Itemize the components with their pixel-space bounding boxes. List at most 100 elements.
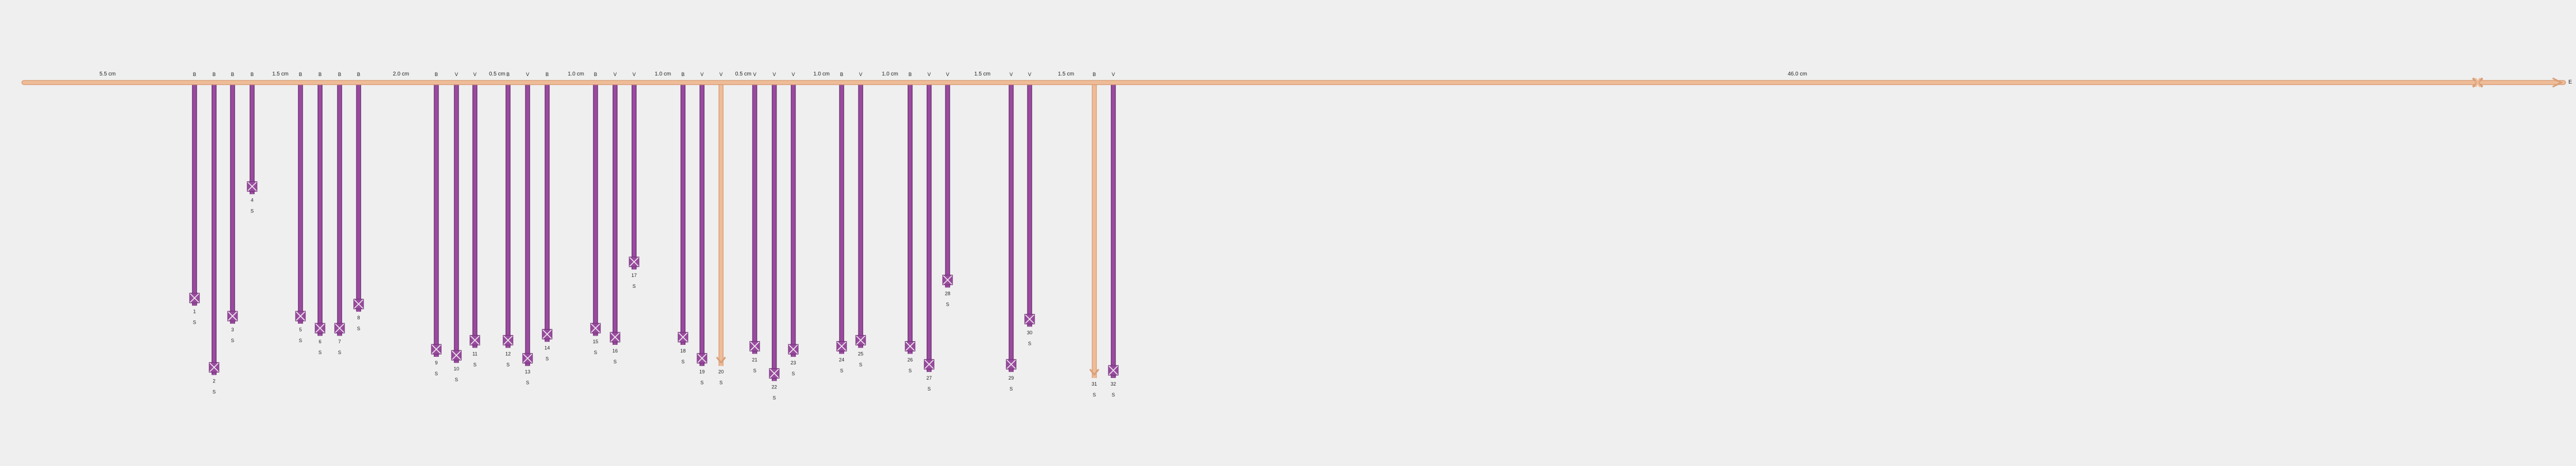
pendant-top-label: B (250, 72, 254, 77)
pendant-sub-label: S (357, 326, 360, 331)
pendant-sub-label: S (473, 362, 477, 367)
spacing-label: 0.5 cm (489, 71, 505, 77)
pendant-sub-label: S (908, 368, 912, 374)
pendant-number: 12 (505, 351, 511, 356)
pendant-sub-label: S (1093, 392, 1096, 398)
pendant-number: 21 (752, 357, 757, 363)
spacing-label: 1.0 cm (655, 71, 671, 77)
pendant-sub-label: S (613, 359, 617, 364)
spacing-label: 1.5 cm (1058, 71, 1074, 77)
pendant-number: 16 (612, 348, 618, 354)
pendant-sub-label: S (231, 338, 234, 343)
long-knot-icon (749, 341, 760, 351)
pendant-number: 2 (212, 378, 215, 383)
spacing-label: 1.0 cm (813, 71, 830, 77)
pendant-sub-label: S (681, 359, 685, 364)
pendant-top-label: V (859, 72, 862, 77)
pendant-cord: B9S (431, 72, 442, 376)
pendant-top-label: B (435, 72, 438, 77)
pendant-number: 11 (472, 351, 477, 356)
pendant-top-label: V (753, 72, 756, 77)
pendant-number: 27 (926, 375, 932, 381)
long-knot-icon (629, 256, 640, 267)
pendant-sub-label: S (753, 368, 756, 374)
pendant-cord: B8S (353, 72, 364, 331)
pendant-sub-label: S (506, 362, 510, 367)
pendant-number: 6 (318, 339, 321, 344)
pendant-top-label: B (908, 72, 912, 77)
long-knot-icon (905, 341, 916, 351)
long-knot-icon (469, 335, 480, 345)
pendant-top-label: V (473, 72, 477, 77)
pendant-top-label: B (506, 72, 510, 77)
pendant-top-label: V (700, 72, 704, 77)
pendant-number: 25 (858, 351, 863, 356)
pendant-top-label: B (338, 72, 341, 77)
long-knot-icon (855, 335, 866, 345)
pendant-cord: B2S (209, 72, 220, 394)
pendant-top-label: B (299, 72, 302, 77)
pendant-top-label: V (526, 72, 529, 77)
long-knot-icon (227, 311, 238, 322)
pendant-cord: V 21S (749, 72, 760, 374)
pendant-cord: B 12S (503, 72, 513, 367)
pendant-number: 26 (907, 357, 913, 363)
long-knot-icon (769, 368, 780, 379)
pendant-top-label: V (927, 72, 931, 77)
pendant-number: 30 (1027, 330, 1032, 336)
spacing-label: 46.0 cm (1788, 71, 1807, 77)
pendant-top-label: B (212, 72, 216, 77)
long-knot-icon (697, 353, 707, 364)
pendant-number: 23 (791, 360, 796, 366)
long-knot-icon (1089, 368, 1100, 376)
pendant-number: 13 (525, 369, 530, 375)
pendant-top-label: B (231, 72, 234, 77)
pendant-top-label: B (193, 72, 196, 77)
long-knot-icon (353, 299, 364, 310)
pendant-top-label: B (594, 72, 597, 77)
pendant-top-label: V (613, 72, 617, 77)
pendant-sub-label: S (250, 208, 254, 213)
long-knot-icon (610, 332, 621, 343)
pendant-top-label: V (1028, 72, 1031, 77)
pendant-sub-label: S (193, 320, 196, 325)
pendant-cord: B 7S (334, 72, 345, 355)
pendant-number: 7 (338, 339, 341, 344)
pendant-number: 22 (772, 384, 777, 389)
pendant-sub-label: S (299, 338, 302, 343)
pendant-sub-label: S (526, 380, 529, 386)
long-knot-icon (247, 181, 258, 192)
long-knot-icon (522, 353, 533, 364)
pendant-sub-label: S (719, 380, 723, 386)
pendant-top-label: V (1112, 72, 1115, 77)
main-cord-knot-icon (2472, 77, 2484, 88)
pendant-number: 15 (593, 339, 598, 344)
pendant-sub-label: S (338, 350, 341, 355)
pendant-sub-label: S (840, 368, 843, 374)
pendant-top-label: V (792, 72, 795, 77)
long-knot-icon (295, 311, 306, 322)
pendant-cord: V 16S (610, 72, 621, 364)
long-knot-icon (315, 323, 325, 333)
pendant-top-label: V (773, 72, 776, 77)
pendant-number: 1 (193, 309, 196, 314)
pendant-sub-label: S (700, 380, 704, 386)
spacing-label: 1.5 cm (272, 71, 289, 77)
pendant-number: 9 (435, 360, 437, 366)
pendant-number: 24 (839, 357, 844, 363)
